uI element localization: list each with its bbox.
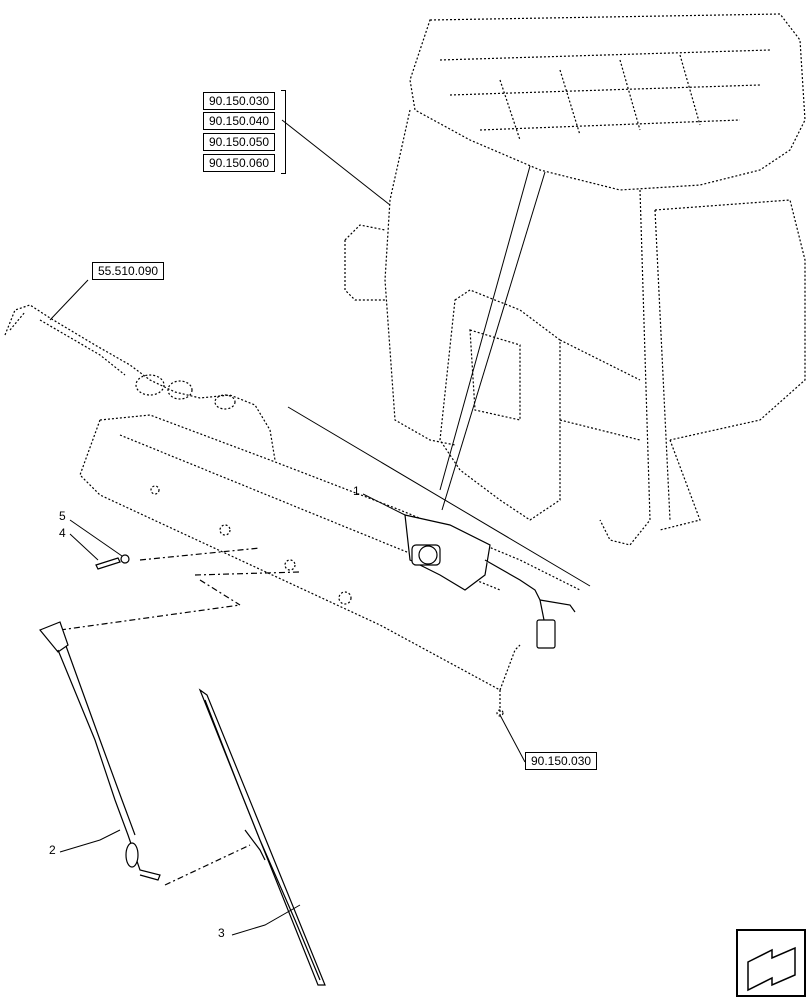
callout-5: 5 bbox=[59, 509, 66, 523]
reference-90-150-050[interactable]: 90.150.050 bbox=[203, 133, 276, 151]
reference-90-150-060[interactable]: 90.150.060 bbox=[203, 154, 276, 172]
reference-panel[interactable]: 90.150.030 bbox=[525, 752, 598, 770]
callout-3: 3 bbox=[218, 926, 225, 940]
wiper-arm bbox=[39, 621, 161, 881]
next-page-arrow-icon[interactable] bbox=[736, 929, 806, 997]
callout-2: 2 bbox=[49, 843, 56, 857]
reference-90-150-030[interactable]: 90.150.030 bbox=[203, 92, 276, 110]
screw bbox=[95, 554, 130, 570]
front-panel bbox=[79, 414, 581, 717]
callout-1: 1 bbox=[353, 484, 360, 498]
callout-4: 4 bbox=[59, 526, 66, 540]
reference-group-bracket bbox=[281, 90, 286, 174]
cab-outline bbox=[344, 13, 806, 546]
wiper-blade bbox=[198, 688, 326, 986]
reference-90-150-040[interactable]: 90.150.040 bbox=[203, 112, 276, 130]
wiring-harness bbox=[4, 304, 276, 461]
reference-harness[interactable]: 55.510.090 bbox=[92, 262, 165, 280]
wiper-motor bbox=[404, 514, 576, 649]
